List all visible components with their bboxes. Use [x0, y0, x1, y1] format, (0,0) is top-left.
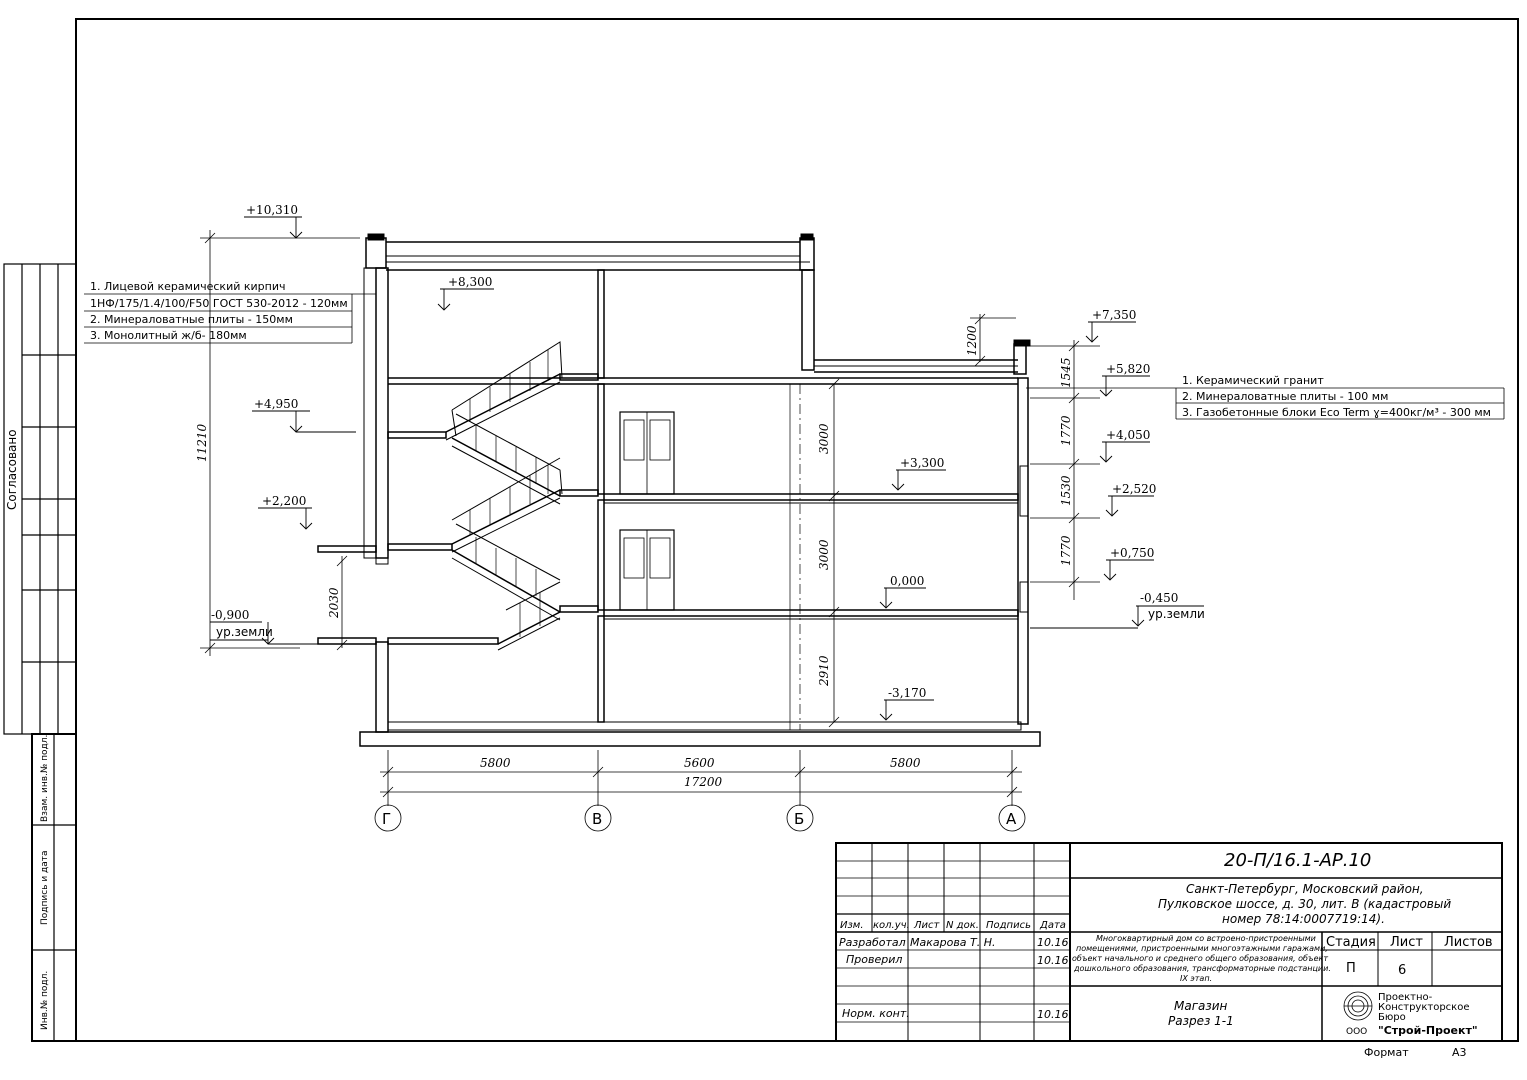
row-developer-role: Разработал [839, 936, 906, 949]
level-mid-3170: -3,170 [888, 686, 926, 700]
inv-no-label: Инв.№ подл. [40, 971, 50, 1030]
ground-label-left: ур.земли [216, 625, 273, 639]
axis-label-v: В [592, 810, 602, 828]
level-marks [210, 216, 1204, 721]
level-mid-0000: 0,000 [890, 574, 924, 588]
level-left-10310: +10,310 [246, 203, 298, 217]
sign-date-label: Подпись и дата [40, 850, 50, 925]
level-left-2200: +2,200 [262, 494, 306, 508]
sheet-label: Лист [1390, 935, 1423, 950]
header-kol-uch: кол.уч. [873, 920, 910, 931]
stage-label: Стадия [1326, 935, 1376, 950]
dim-3000-upper: 3000 [817, 423, 831, 454]
level-left-8300: +8,300 [448, 275, 492, 289]
header-izm: Изм. [840, 920, 864, 931]
axis-label-g: Г [382, 810, 391, 828]
wall-legend-left [84, 293, 376, 344]
row-norm-role: Норм. конт. [842, 1007, 910, 1020]
format-label: Формат [1364, 1046, 1409, 1059]
dim-3000-lower: 3000 [817, 539, 831, 570]
level-right-0450: -0,450 [1140, 591, 1178, 605]
replaced-inv-label: Взам. инв.№ подл. [40, 735, 50, 822]
header-podpis: Подпись [986, 920, 1031, 931]
level-right-5820: +5,820 [1106, 362, 1150, 376]
wall-left-line-3: 2. Минераловатные плиты - 150мм [90, 313, 293, 326]
row-checker-date: 10.16 [1037, 954, 1069, 967]
project-desc-3: объект начального и среднего общего обра… [1072, 954, 1328, 963]
address-line-3: номер 78:14:0007719:14). [1222, 912, 1385, 926]
side-stamp [3, 263, 77, 1042]
project-desc-2: помещениями, пристроенными многоэтажными… [1076, 944, 1328, 953]
drawing-title-2: Разрез 1-1 [1168, 1014, 1234, 1028]
project-desc-5: IX этап. [1180, 974, 1212, 983]
header-data: Дата [1039, 920, 1066, 931]
address-line-1: Санкт-Петербург, Московский район, [1186, 882, 1424, 896]
title-block [835, 842, 1503, 1042]
company-logo-icon [1343, 991, 1373, 1021]
level-right-2520: +2,520 [1112, 482, 1156, 496]
company-line-2: Конструкторское [1378, 1002, 1469, 1013]
level-left-4950: +4,950 [254, 397, 298, 411]
level-right-7350: +7,350 [1092, 308, 1136, 322]
wall-right-line-3: 3. Газобетонные блоки Eco Term ɣ=400кг/м… [1182, 406, 1491, 419]
company-line-3: Бюро [1378, 1012, 1406, 1023]
drawing-code: 20-П/16.1-АР.10 [1224, 850, 1371, 871]
dim-11210: 11210 [195, 423, 209, 462]
row-checker-role: Проверил [846, 953, 902, 966]
row-developer-name: Макарова Т. Н. [910, 936, 996, 949]
dim-5600: 5600 [684, 756, 715, 770]
wall-left-line-4: 3. Монолитный ж/б- 180мм [90, 329, 247, 342]
ground-label-right: ур.земли [1148, 607, 1205, 621]
wall-left-line-2: 1НФ/175/1.4/100/F50 ГОСТ 530-2012 - 120м… [90, 297, 348, 310]
wall-right-line-2: 2. Минераловатные плиты - 100 мм [1182, 390, 1388, 403]
project-desc-4: дошкольного образования, трансформаторны… [1073, 964, 1331, 973]
axis-markers [374, 800, 1026, 832]
level-right-4050: +4,050 [1106, 428, 1150, 442]
drawing-title-1: Магазин [1174, 999, 1228, 1013]
axis-label-a: А [1006, 810, 1017, 828]
dim-17200: 17200 [684, 775, 723, 789]
sheet-value: 6 [1398, 963, 1406, 978]
wall-right-line-1: 1. Керамический гранит [1182, 374, 1324, 387]
axis-label-b: Б [794, 810, 804, 828]
dim-2030: 2030 [327, 587, 341, 619]
agreed-label: Согласовано [5, 429, 19, 510]
company-line-1: Проектно- [1378, 992, 1433, 1003]
level-left-0900: -0,900 [211, 608, 249, 622]
project-desc-1: Многоквартирный дом со встроено-пристрое… [1096, 934, 1316, 943]
building-section [317, 233, 1041, 747]
wall-legend-right [1026, 387, 1505, 420]
format-value: А3 [1452, 1046, 1467, 1059]
level-mid-3300: +3,300 [900, 456, 944, 470]
dim-1770-upper: 1770 [1059, 415, 1073, 446]
wall-left-line-1: 1. Лицевой керамический кирпич [90, 280, 285, 293]
company-form: ООО [1346, 1027, 1367, 1037]
header-n-dok: N док. [946, 920, 979, 931]
stage-value: П [1346, 961, 1356, 976]
level-right-0750: +0,750 [1110, 546, 1154, 560]
company-name: "Строй-Проект" [1378, 1024, 1478, 1037]
dim-5800-left: 5800 [480, 756, 511, 770]
dim-1545: 1545 [1059, 357, 1073, 388]
dim-2910: 2910 [817, 655, 831, 687]
row-norm-date: 10.16 [1037, 1008, 1069, 1021]
dim-1770-lower: 1770 [1059, 535, 1073, 566]
row-developer-date: 10.16 [1037, 936, 1069, 949]
dimension-lines [200, 230, 1100, 800]
header-list: Лист [913, 920, 941, 931]
dim-1200: 1200 [965, 325, 979, 356]
dim-1530: 1530 [1059, 475, 1073, 506]
address-line-2: Пулковское шоссе, д. 30, лит. В (кадастр… [1158, 897, 1451, 911]
dim-5800-right: 5800 [890, 756, 921, 770]
sheets-label: Листов [1444, 935, 1493, 950]
